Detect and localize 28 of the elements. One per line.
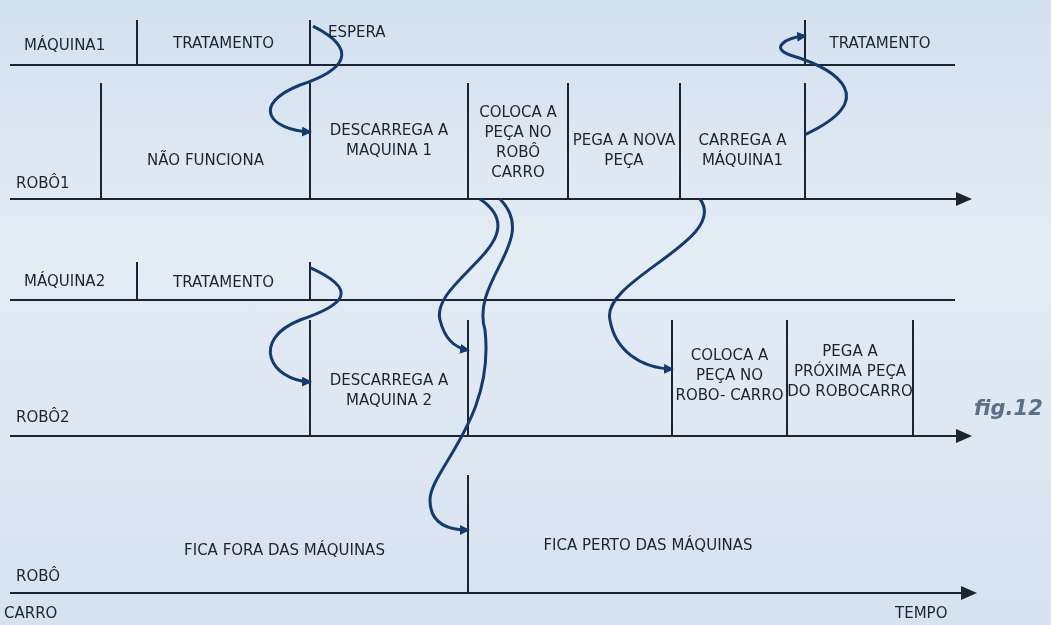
row-label: ROBÔ (16, 567, 61, 585)
phase-label: NÃO FUNCIONA (147, 149, 264, 170)
phase-label: COLOCA A PEÇA NO ROBÔ CARRO (478, 102, 558, 182)
row-label: MÁQUINA2 (24, 272, 106, 290)
curved-arrow (269, 24, 344, 137)
phase-label: TRATAMENTO (173, 33, 274, 53)
row-label: TEMPO (895, 604, 948, 622)
row-label: MÁQUINA1 (24, 36, 106, 54)
phase-label: COLOCA A PEÇA NO ROBO- CARRO (674, 345, 785, 405)
row-label: ROBÔ2 (16, 408, 70, 426)
phase-label: FICA FORA DAS MÁQUINAS (184, 540, 385, 560)
figure-caption: fig.12 (974, 396, 1043, 420)
phase-label: DESCARREGA A MAQUINA 1 (328, 120, 450, 160)
phase-label: PEGA A PRÓXIMA PEÇA DO ROBOCARRO (787, 341, 913, 401)
phase-label: TRATAMENTO (829, 33, 931, 53)
phase-label: TRATAMENTO (173, 272, 274, 292)
curved-arrow (438, 197, 500, 354)
phase-label: CARREGA A MÁQUINA1 (697, 129, 788, 170)
curved-arrow (779, 32, 848, 136)
curved-arrow (608, 198, 706, 374)
row-label: ROBÔ1 (16, 174, 70, 192)
curved-arrow (269, 266, 343, 386)
phase-label: PEGA A NOVA PEÇA (571, 129, 677, 170)
row-label: CARRO (4, 604, 58, 622)
phase-label: ESPERA (328, 22, 386, 42)
phase-label: FICA PERTO DAS MÁQUINAS (543, 535, 753, 555)
curved-arrow (428, 198, 514, 535)
phase-label: DESCARREGA A MAQUINA 2 (328, 370, 450, 410)
